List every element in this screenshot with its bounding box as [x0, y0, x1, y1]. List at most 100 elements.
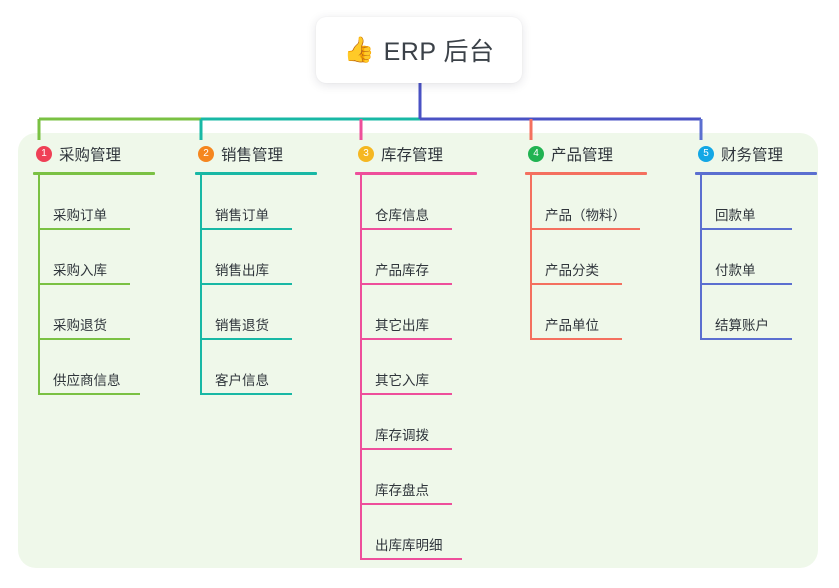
- list-item-underline: [530, 283, 622, 285]
- list-item-label: 销售出库: [215, 262, 269, 278]
- list-item[interactable]: 采购入库: [18, 230, 178, 285]
- column-header-underline: [33, 172, 155, 175]
- list-item-underline: [360, 503, 452, 505]
- column-header-underline: [695, 172, 817, 175]
- list-item-label: 产品单位: [545, 317, 599, 333]
- list-item-label: 其它出库: [375, 317, 429, 333]
- list-item-underline: [38, 393, 140, 395]
- list-item[interactable]: 产品（物料）: [510, 175, 670, 230]
- column-财务管理: 5 财务管理回款单付款单结算账户: [680, 133, 839, 340]
- column-库存管理: 3 库存管理仓库信息产品库存其它出库其它入库库存调拨库存盘点出库库明细: [340, 133, 500, 560]
- list-item-label: 仓库信息: [375, 207, 429, 223]
- list-item[interactable]: 其它入库: [340, 340, 500, 395]
- list-item-label: 客户信息: [215, 372, 269, 388]
- list-item-underline: [200, 228, 292, 230]
- list-item-label: 产品库存: [375, 262, 429, 278]
- column-items: 销售订单销售出库销售退货客户信息: [180, 175, 340, 395]
- list-item[interactable]: 结算账户: [680, 285, 839, 340]
- thumbs-up-icon: 👍: [343, 35, 375, 64]
- list-item[interactable]: 销售订单: [180, 175, 340, 230]
- column-number-badge: 5: [698, 146, 714, 162]
- list-item-label: 供应商信息: [53, 372, 121, 388]
- list-item-underline: [700, 228, 792, 230]
- list-item[interactable]: 出库库明细: [340, 505, 500, 560]
- list-item-underline: [200, 283, 292, 285]
- column-number-badge: 4: [528, 146, 544, 162]
- list-item[interactable]: 付款单: [680, 230, 839, 285]
- column-items: 回款单付款单结算账户: [680, 175, 839, 340]
- list-item[interactable]: 供应商信息: [18, 340, 178, 395]
- column-header[interactable]: 1 采购管理: [18, 133, 178, 175]
- column-spine: [700, 175, 702, 340]
- column-采购管理: 1 采购管理采购订单采购入库采购退货供应商信息: [18, 133, 178, 395]
- list-item[interactable]: 库存调拨: [340, 395, 500, 450]
- list-item-underline: [530, 338, 622, 340]
- list-item[interactable]: 库存盘点: [340, 450, 500, 505]
- list-item-underline: [360, 338, 452, 340]
- column-header[interactable]: 3 库存管理: [340, 133, 500, 175]
- column-title: 财务管理: [721, 147, 784, 164]
- column-items: 采购订单采购入库采购退货供应商信息: [18, 175, 178, 395]
- list-item-label: 付款单: [715, 262, 756, 278]
- column-items: 产品（物料） 产品分类产品单位: [510, 175, 670, 340]
- list-item-underline: [360, 393, 452, 395]
- list-item[interactable]: 采购退货: [18, 285, 178, 340]
- column-spine: [360, 175, 362, 560]
- column-title: 库存管理: [381, 147, 444, 164]
- list-item[interactable]: 客户信息: [180, 340, 340, 395]
- column-items: 仓库信息产品库存其它出库其它入库库存调拨库存盘点出库库明细: [340, 175, 500, 560]
- list-item-label: 回款单: [715, 207, 756, 223]
- column-header[interactable]: 4 产品管理: [510, 133, 670, 175]
- list-item-underline: [200, 338, 292, 340]
- column-header-underline: [525, 172, 647, 175]
- column-header[interactable]: 5 财务管理: [680, 133, 839, 175]
- list-item[interactable]: 采购订单: [18, 175, 178, 230]
- list-item[interactable]: 产品分类: [510, 230, 670, 285]
- list-item-label: 其它入库: [375, 372, 429, 388]
- list-item-underline: [360, 228, 452, 230]
- list-item[interactable]: 产品库存: [340, 230, 500, 285]
- list-item-underline: [530, 228, 640, 230]
- list-item-label: 出库库明细: [375, 537, 443, 553]
- column-number-badge: 1: [36, 146, 52, 162]
- column-产品管理: 4 产品管理产品（物料） 产品分类产品单位: [510, 133, 670, 340]
- column-title: 销售管理: [221, 147, 284, 164]
- list-item-label: 采购退货: [53, 317, 107, 333]
- list-item-underline: [700, 283, 792, 285]
- list-item-label: 采购入库: [53, 262, 107, 278]
- list-item[interactable]: 其它出库: [340, 285, 500, 340]
- list-item-underline: [38, 338, 130, 340]
- list-item-underline: [360, 448, 452, 450]
- list-item[interactable]: 仓库信息: [340, 175, 500, 230]
- list-item[interactable]: 回款单: [680, 175, 839, 230]
- column-header-underline: [355, 172, 477, 175]
- list-item-label: 产品分类: [545, 262, 599, 278]
- list-item-underline: [38, 283, 130, 285]
- root-node-card[interactable]: 👍 ERP 后台: [316, 17, 522, 83]
- column-number-badge: 3: [358, 146, 374, 162]
- list-item-label: 销售订单: [215, 207, 269, 223]
- list-item-underline: [38, 228, 130, 230]
- root-node-title: ERP 后台: [383, 38, 495, 66]
- list-item-label: 采购订单: [53, 207, 107, 223]
- column-header-underline: [195, 172, 317, 175]
- list-item-label: 库存调拨: [375, 427, 429, 443]
- column-title: 采购管理: [59, 147, 122, 164]
- list-item-label: 产品（物料）: [545, 207, 626, 223]
- list-item-underline: [200, 393, 292, 395]
- column-spine: [38, 175, 40, 395]
- list-item[interactable]: 销售退货: [180, 285, 340, 340]
- list-item-underline: [360, 283, 452, 285]
- list-item-label: 库存盘点: [375, 482, 429, 498]
- content-panel: [18, 133, 818, 568]
- column-title: 产品管理: [551, 147, 614, 164]
- list-item-underline: [360, 558, 462, 560]
- list-item[interactable]: 产品单位: [510, 285, 670, 340]
- list-item-underline: [700, 338, 792, 340]
- list-item[interactable]: 销售出库: [180, 230, 340, 285]
